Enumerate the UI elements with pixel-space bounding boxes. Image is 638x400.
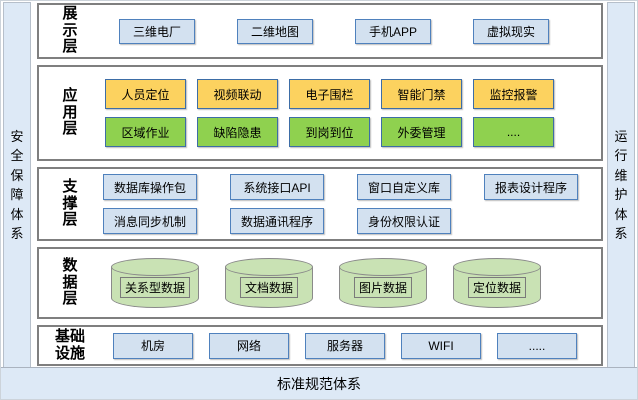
support-grid: 数据库操作包 系统接口API 窗口自定义库 报表设计程序 消息同步机制 数据通讯… [101,174,601,234]
node-system-interface-api: 系统接口API [230,174,324,200]
node-machine-room: 机房 [113,332,193,359]
layer-application-label: 应用层 [39,86,101,138]
database-cylinder-image: 图片数据 [339,258,427,308]
layer-application-content: 人员定位 视频联动 电子围栏 智能门禁 监控报警 区域作业 缺陷隐患 到岗到位 … [101,79,601,147]
layer-label-text: 基础设施 [55,327,86,362]
standards-specification-band: 标准规范体系 [1,367,637,399]
cylinder-top [111,258,199,276]
layer-infrastructure-content: 机房 网络 服务器 WIFI ..... [101,332,601,359]
layer-presentation-label: 展示层 [39,4,101,56]
node-network: 网络 [209,332,289,359]
layer-infrastructure-label: 基础设施 [39,327,101,363]
security-assurance-band: 安全保障体系 [3,2,31,368]
layer-label-text: 应用层 [62,86,78,138]
layer-presentation: 展示层 三维电厂 二维地图 手机APP 虚拟现实 [37,3,603,59]
layer-presentation-content: 三维电厂 二维地图 手机APP 虚拟现实 [101,18,601,44]
node-more-infrastructure: ..... [497,332,577,359]
data-row: 关系型数据 文档数据 图片数据 定位数据 [101,258,601,308]
layer-data-content: 关系型数据 文档数据 图片数据 定位数据 [101,258,601,308]
database-cylinder-relational: 关系型数据 [111,258,199,308]
security-assurance-label: 安全保障体系 [10,128,24,242]
layer-stack: 展示层 三维电厂 二维地图 手机APP 虚拟现实 应用层 人员定位 视频联动 [37,3,603,366]
node-virtual-reality: 虚拟现实 [473,18,549,44]
node-identity-authentication: 身份权限认证 [357,208,451,234]
layer-label-text: 支撑层 [62,177,78,229]
infrastructure-row: 机房 网络 服务器 WIFI ..... [101,332,601,359]
node-window-custom-library: 窗口自定义库 [357,174,451,200]
application-row-1: 人员定位 视频联动 电子围栏 智能门禁 监控报警 [101,79,601,109]
standards-specification-label: 标准规范体系 [277,375,361,392]
cylinder-label: 定位数据 [467,277,527,298]
node-area-operation: 区域作业 [105,117,186,147]
node-2d-map: 二维地图 [237,18,313,44]
node-3d-plant: 三维电厂 [119,18,195,44]
layer-support-content: 数据库操作包 系统接口API 窗口自定义库 报表设计程序 消息同步机制 数据通讯… [101,174,601,234]
node-wifi: WIFI [401,332,481,359]
node-mobile-app: 手机APP [355,18,431,44]
cylinder-top [339,258,427,276]
operation-maintenance-band: 运行维护体系 [607,2,635,368]
node-outsourcing-management: 外委管理 [381,117,462,147]
node-monitoring-alarm: 监控报警 [473,79,554,109]
node-video-linkage: 视频联动 [197,79,278,109]
operation-maintenance-label: 运行维护体系 [614,128,628,242]
layer-label-text: 展示层 [62,4,78,56]
layer-application: 应用层 人员定位 视频联动 电子围栏 智能门禁 监控报警 区域作业 缺陷隐患 到… [37,65,603,161]
node-electronic-fence: 电子围栏 [289,79,370,109]
cylinder-label: 文档数据 [239,277,299,298]
node-personnel-positioning: 人员定位 [105,79,186,109]
node-on-duty-in-place: 到岗到位 [289,117,370,147]
layer-label-text: 数据层 [62,256,78,308]
node-message-sync-mechanism: 消息同步机制 [103,208,197,234]
cylinder-label: 图片数据 [353,277,413,298]
application-row-2: 区域作业 缺陷隐患 到岗到位 外委管理 .... [101,117,601,147]
layer-support: 支撑层 数据库操作包 系统接口API 窗口自定义库 报表设计程序 消息同步机制 … [37,167,603,241]
database-cylinder-positioning: 定位数据 [453,258,541,308]
database-cylinder-document: 文档数据 [225,258,313,308]
node-report-design-program: 报表设计程序 [484,174,578,200]
cylinder-label: 关系型数据 [119,277,191,298]
node-smart-access-control: 智能门禁 [381,79,462,109]
node-defect-hazard: 缺陷隐患 [197,117,278,147]
layer-data-label: 数据层 [39,256,101,308]
cylinder-top [453,258,541,276]
node-db-operation-package: 数据库操作包 [103,174,197,200]
node-server: 服务器 [305,332,385,359]
layer-support-label: 支撑层 [39,177,101,229]
layer-data: 数据层 关系型数据 文档数据 [37,247,603,319]
presentation-row: 三维电厂 二维地图 手机APP 虚拟现实 [101,18,601,44]
layer-infrastructure: 基础设施 机房 网络 服务器 WIFI ..... [37,325,603,366]
node-more-apps: .... [473,117,554,147]
node-data-communication-program: 数据通讯程序 [230,208,324,234]
cylinder-top [225,258,313,276]
